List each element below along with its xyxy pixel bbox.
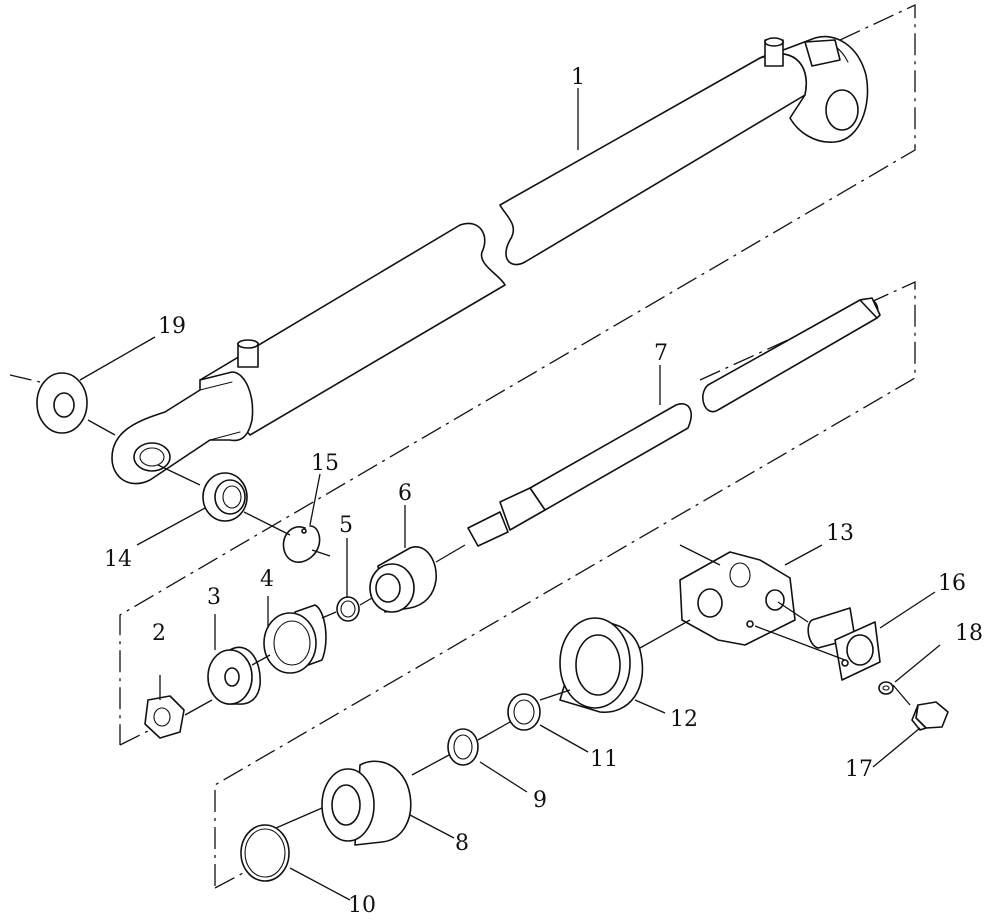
bearing-14 <box>202 472 248 522</box>
retaining-ring-15 <box>282 525 321 563</box>
callout-15: 15 <box>311 451 339 476</box>
bushing-11 <box>507 693 541 731</box>
spacer-3 <box>207 646 261 705</box>
lock-washer-18 <box>878 681 894 695</box>
gland-6 <box>369 546 437 613</box>
o-ring-5 <box>336 596 360 622</box>
bolt-17 <box>911 701 949 731</box>
callout-6: 6 <box>398 481 412 506</box>
callout-16: 16 <box>938 571 966 596</box>
washer-19 <box>36 372 88 434</box>
callout-12: 12 <box>670 707 698 732</box>
hex-nut-2 <box>144 695 185 739</box>
piston-rod-7 <box>467 297 881 547</box>
pin-16 <box>807 607 881 681</box>
leader-lines <box>79 88 941 901</box>
piston-4 <box>263 604 327 674</box>
callout-18: 18 <box>955 621 983 646</box>
callout-2: 2 <box>152 621 166 646</box>
callout-13: 13 <box>826 521 854 546</box>
callout-19: 19 <box>158 314 186 339</box>
callout-5: 5 <box>339 513 353 538</box>
callout-11: 11 <box>590 747 618 772</box>
callout-7: 7 <box>654 341 668 366</box>
clevis-13 <box>679 551 796 646</box>
cylinder-barrel <box>111 35 869 485</box>
callout-17: 17 <box>845 757 873 782</box>
callout-10: 10 <box>348 893 376 918</box>
callout-14: 14 <box>104 547 132 572</box>
end-nut-12 <box>559 617 644 713</box>
callout-4: 4 <box>260 567 274 592</box>
head-gland-8 <box>321 760 412 846</box>
callout-8: 8 <box>455 831 469 856</box>
o-ring-10 <box>240 824 290 882</box>
wiper-9 <box>447 728 479 766</box>
callout-1: 1 <box>571 65 585 90</box>
callout-9: 9 <box>533 788 547 813</box>
callout-3: 3 <box>207 585 221 610</box>
callout-labels: 1 2 3 4 5 6 7 8 9 10 11 12 13 14 15 16 1… <box>104 65 983 918</box>
